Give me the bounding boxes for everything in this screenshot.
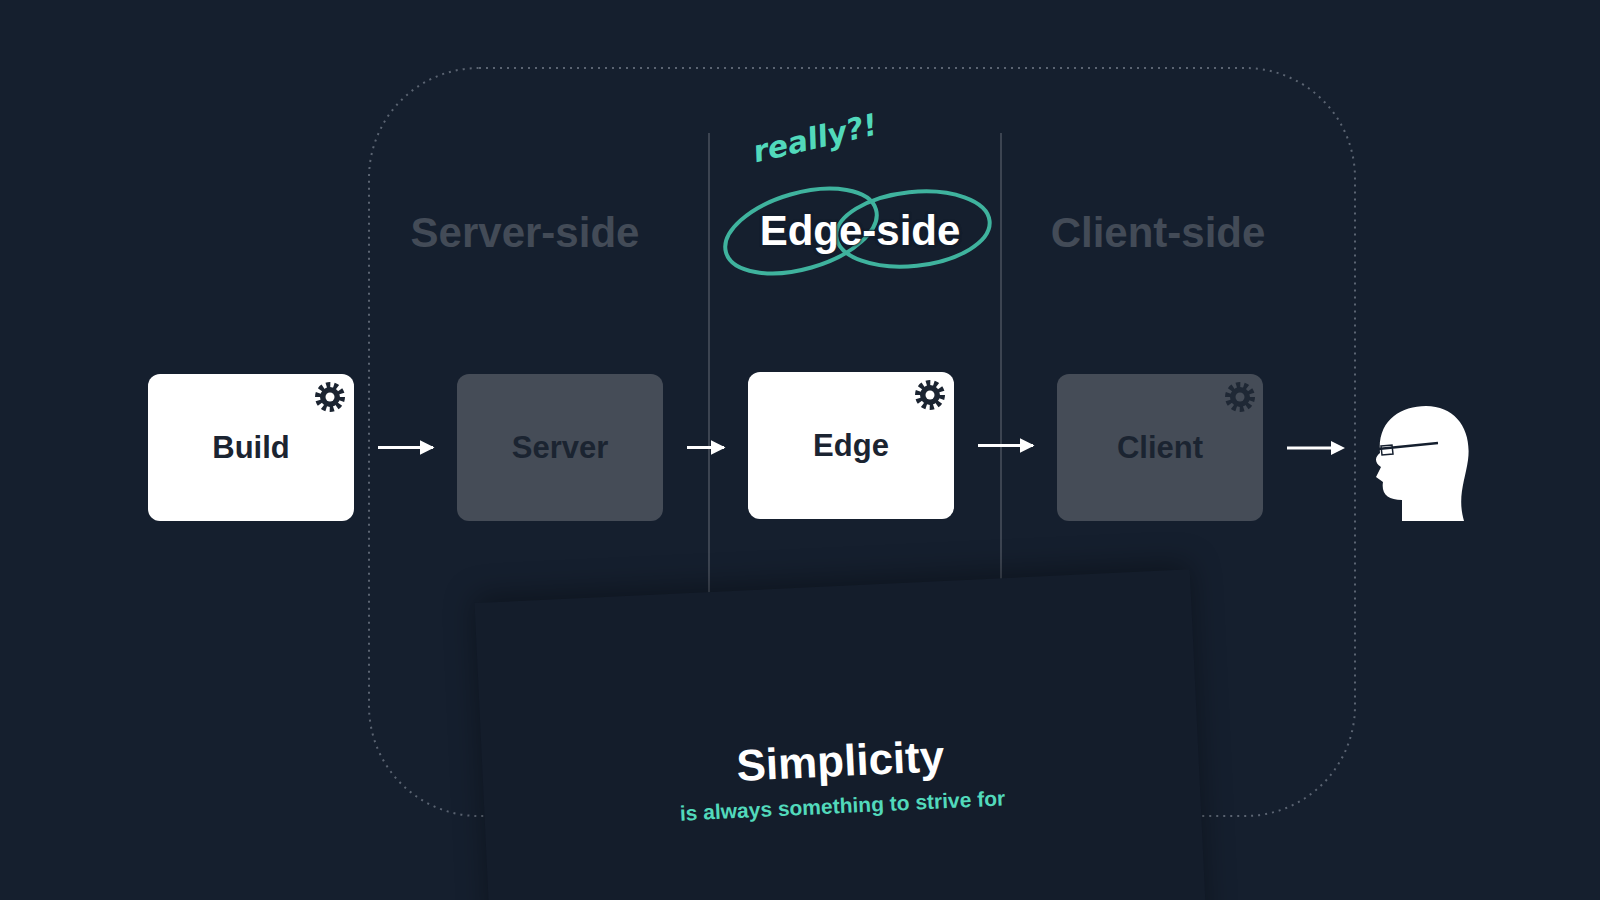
node-title: Client	[1117, 430, 1203, 466]
column-heading: Server-side	[411, 209, 640, 257]
column-divider	[1000, 133, 1002, 600]
gear-icon	[1228, 385, 1252, 409]
node-subtitle: is always something to strive for	[679, 786, 1005, 825]
stage-box-muted: Server	[457, 374, 663, 521]
column-divider	[708, 133, 710, 600]
gear-icon	[318, 385, 342, 409]
node-title: Edge	[813, 428, 889, 464]
person-head	[1376, 406, 1469, 521]
column-heading-active: Edge-side	[760, 207, 961, 255]
flow-arrow	[378, 446, 433, 449]
node-title: Build	[212, 430, 290, 466]
stage-box: Edge	[748, 372, 954, 519]
stage-box: Build	[148, 374, 354, 521]
node-title: Server	[512, 430, 609, 466]
handwritten-note: really?!	[749, 107, 880, 170]
flow-arrow	[978, 444, 1033, 447]
flow-arrow	[687, 446, 724, 449]
stage-box-muted: Client	[1057, 374, 1263, 521]
node-title: Simplicity	[735, 731, 945, 791]
overlay-card: Simplicityis always something to strive …	[475, 569, 1210, 900]
gear-icon	[918, 383, 942, 407]
column-heading: Client-side	[1051, 209, 1266, 257]
viewer-arrow	[1287, 441, 1345, 455]
